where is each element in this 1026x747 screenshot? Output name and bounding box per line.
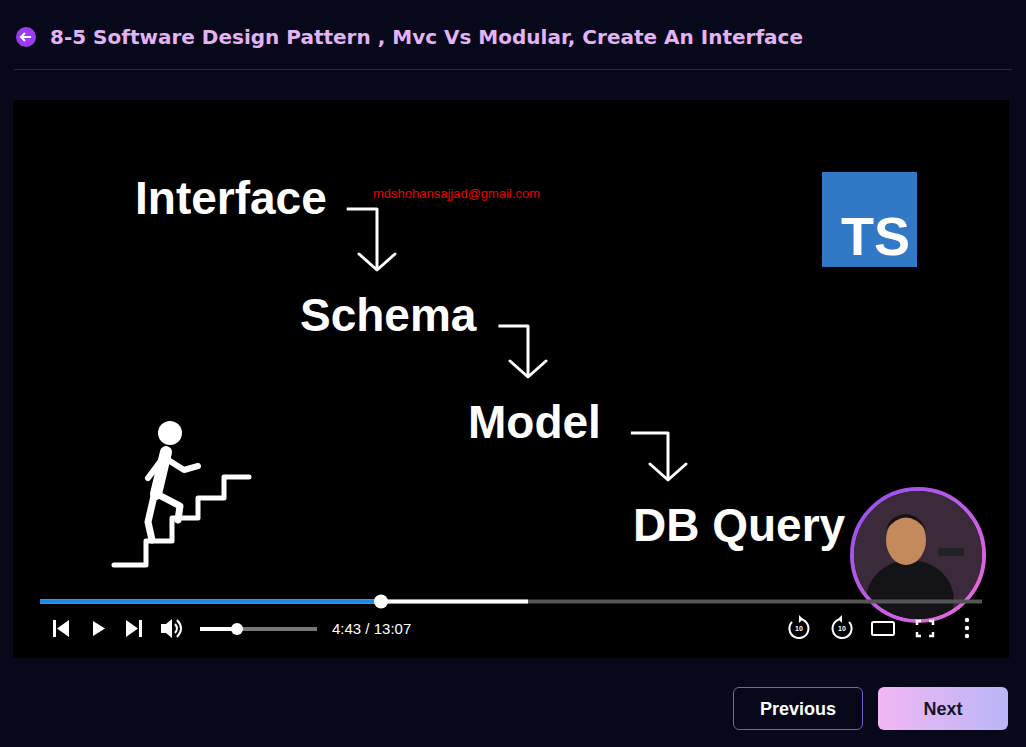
node-text: DB Query: [633, 502, 845, 548]
progress-knob: [374, 595, 388, 609]
forward-arrow: [838, 615, 842, 623]
nav-button: Next: [878, 687, 1008, 730]
skip-seconds: 10: [838, 625, 846, 632]
back-circle: [16, 27, 36, 47]
back-arrow: [21, 33, 31, 41]
flow-arrow: [498, 326, 528, 377]
flow-arrow: [631, 433, 668, 480]
node-text: Next: [923, 700, 962, 718]
node-text: Previous: [760, 700, 836, 718]
volume-waves: [175, 620, 181, 637]
skip-seconds: 10: [795, 625, 803, 632]
figure-legs: [148, 494, 180, 540]
progress-played: [40, 600, 381, 604]
flow-arrow: [347, 209, 377, 270]
presenter-avatar: [852, 489, 984, 640]
video-frame: [13, 100, 1009, 658]
page-title: 8-5 Software Design Pattern , Mvc Vs Mod…: [50, 25, 803, 49]
skip-forward-icon: [126, 620, 138, 637]
progress-track: [40, 600, 982, 604]
node-text: Schema: [300, 292, 476, 338]
volume-track: [200, 627, 317, 631]
fullscreen-icon: [917, 621, 933, 636]
theater-icon: [872, 622, 894, 635]
diagram-step: Interface: [135, 175, 327, 221]
node-text: Model: [468, 399, 601, 445]
play-icon: [93, 621, 105, 636]
rewind-arrow: [799, 615, 803, 623]
figure-arms: [148, 458, 198, 478]
diagram-step: Model: [468, 399, 601, 445]
volume-knob: [231, 623, 243, 635]
progress-bar: [40, 595, 982, 609]
node-text: Interface: [135, 175, 327, 221]
stairs: [114, 477, 249, 565]
logo-box: TS: [822, 172, 917, 267]
skip-back-icon: [57, 620, 69, 637]
player-controls: [53, 615, 969, 638]
rewind-ring: [789, 619, 808, 638]
figure-head: [158, 421, 182, 445]
forward-ring: [833, 619, 852, 638]
diagram-step: Schema: [300, 292, 476, 338]
nav-button: Previous: [733, 687, 863, 730]
avatar-hair: [886, 514, 926, 530]
back-button: [16, 27, 36, 47]
avatar-mic: [938, 548, 964, 556]
more-dot: [965, 626, 969, 630]
diagram-step: DB Query: [633, 502, 845, 548]
volume-icon: [161, 619, 172, 638]
node-text: TS: [841, 209, 910, 263]
more-dot: [965, 634, 969, 638]
progress-buffer: [40, 600, 528, 604]
skip-forward-bar: [139, 620, 142, 637]
watermark: mdshohansajjad@gmail.com: [373, 187, 540, 200]
time-display: 4:43 / 13:07: [332, 621, 411, 636]
header-rule: [14, 69, 1012, 70]
avatar-face: [886, 515, 926, 565]
more-dot: [965, 618, 969, 622]
stairs-figure: [114, 421, 249, 565]
skip-back-bar: [53, 620, 56, 637]
